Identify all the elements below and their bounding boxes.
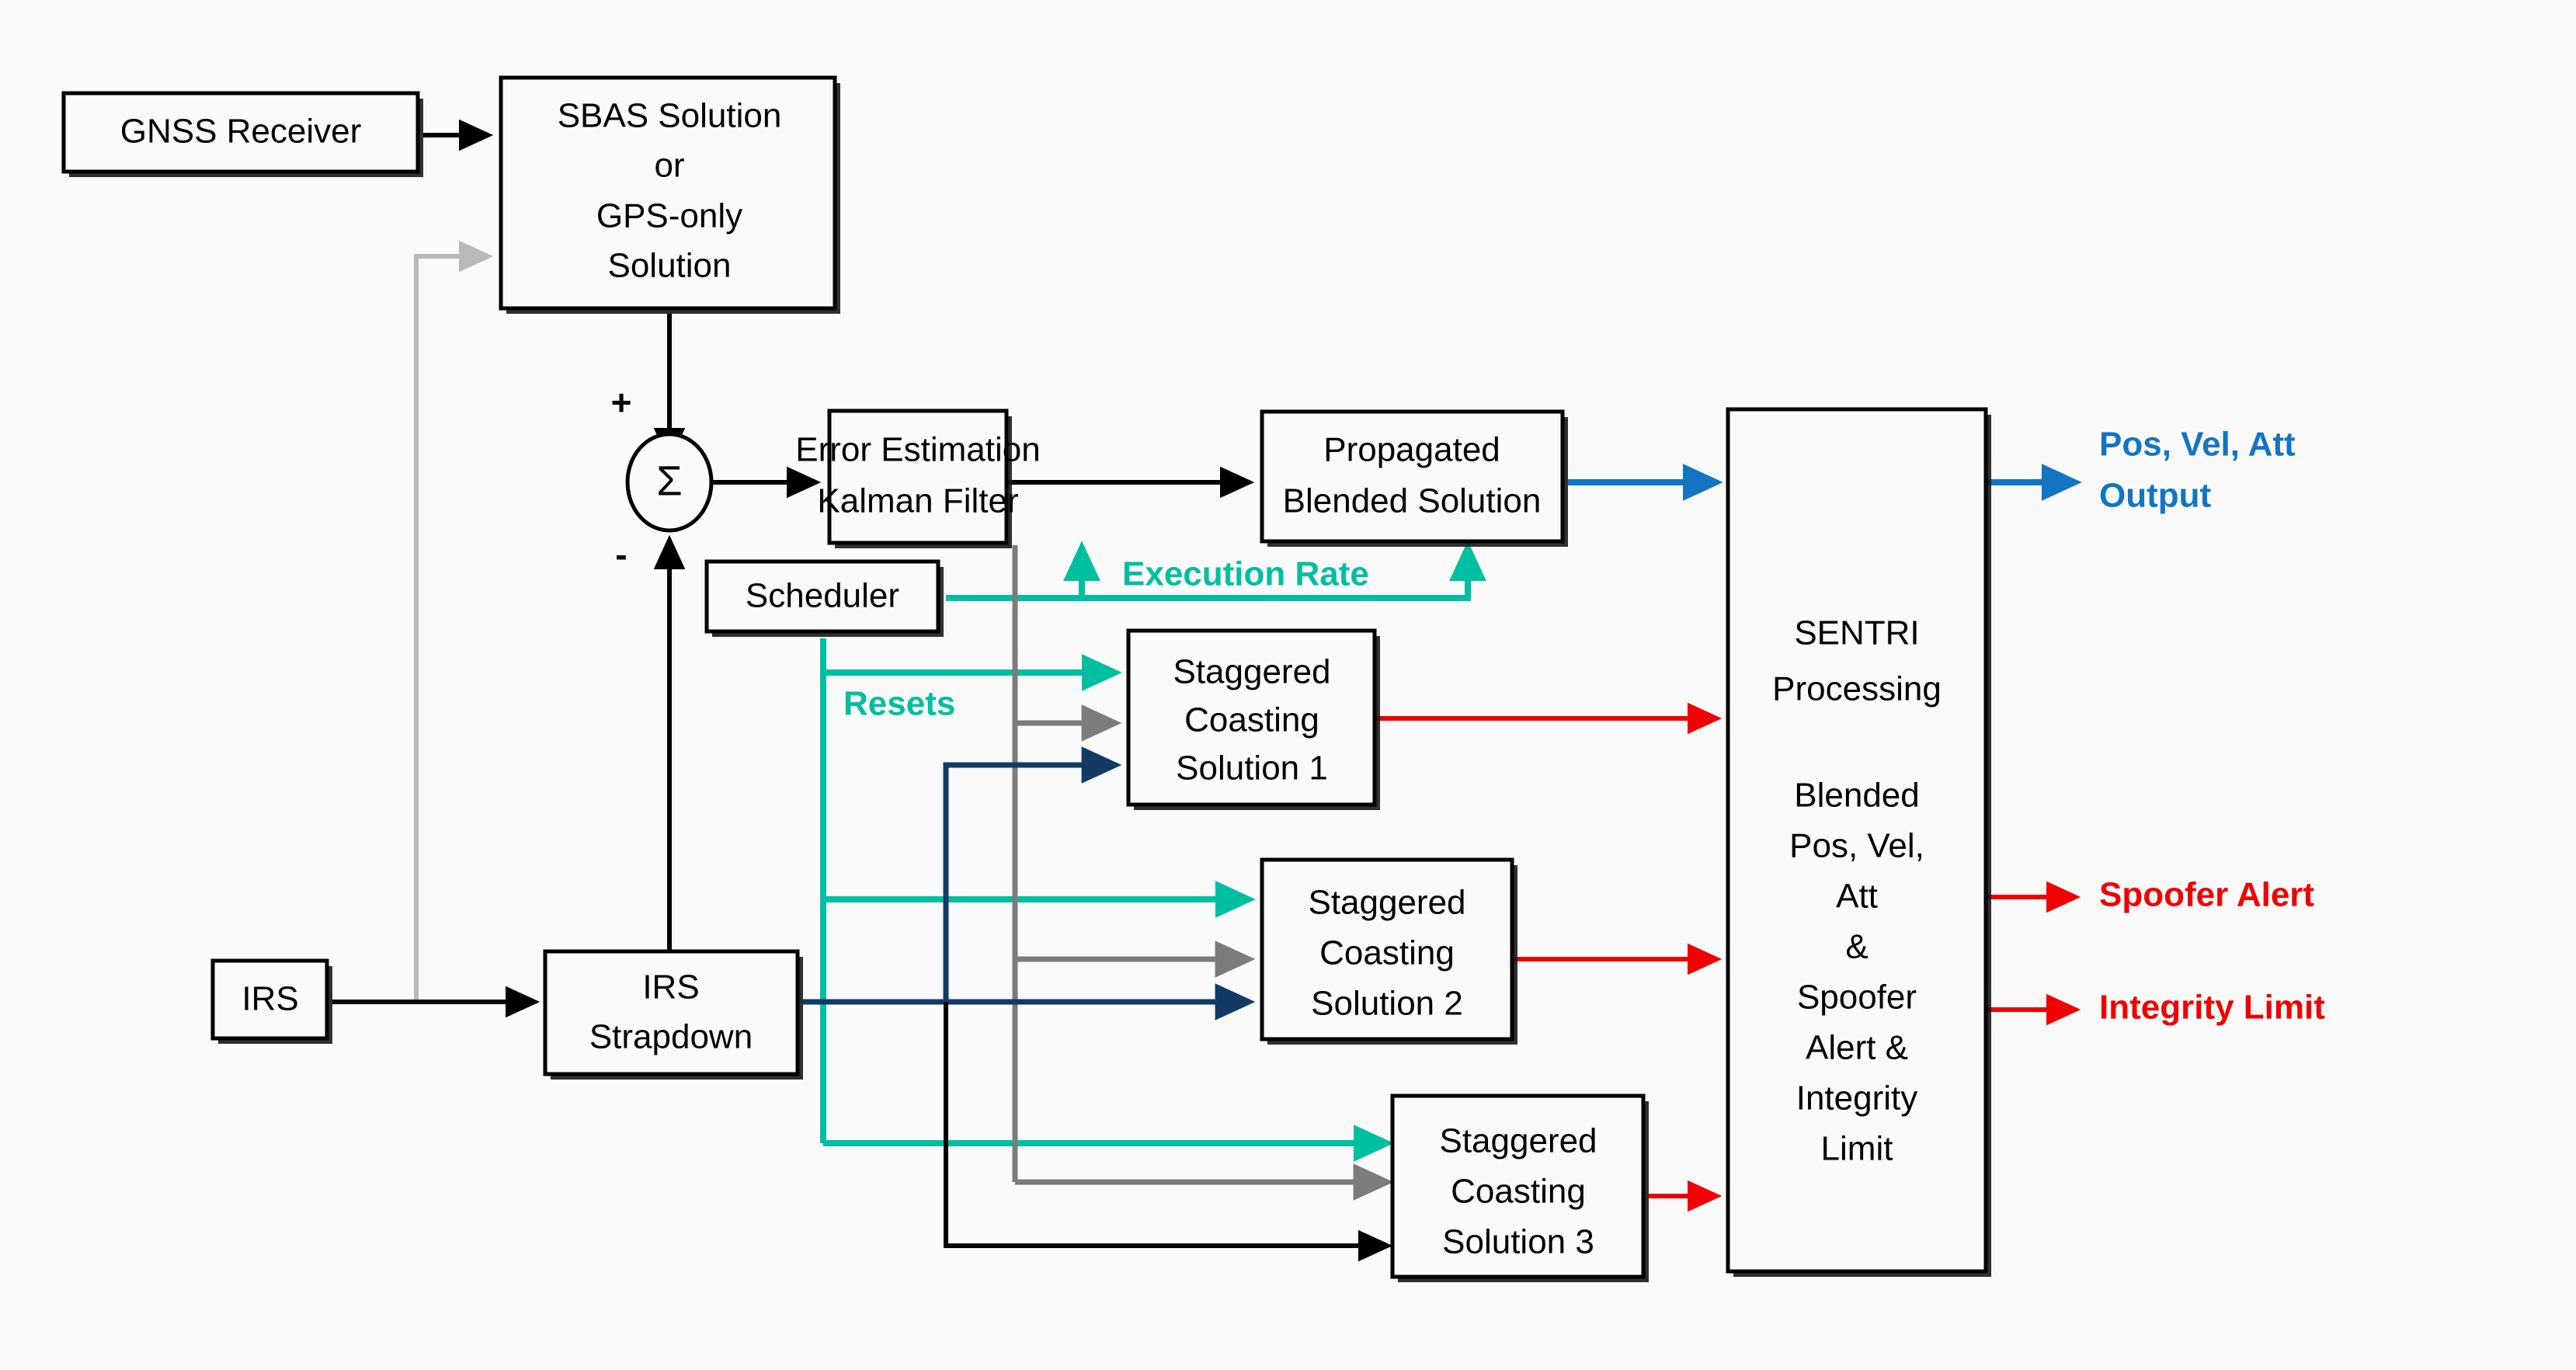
block-scs1-line2: Coasting: [1184, 701, 1319, 739]
block-propagated-line2: Blended Solution: [1283, 482, 1542, 520]
block-sentri-line2: Processing: [1772, 670, 1942, 708]
block-staggered-coasting-solution-2[interactable]: Staggered Coasting Solution 2: [1260, 857, 1517, 1045]
output-pos-vel-att-line1: Pos, Vel, Att: [2099, 426, 2296, 464]
block-staggered-coasting-solution-3[interactable]: Staggered Coasting Solution 3: [1390, 1094, 1649, 1282]
block-propagated-line1: Propagated: [1323, 431, 1500, 469]
block-sbas-line2: or: [654, 147, 684, 185]
block-sentri-line4: Pos, Vel,: [1789, 827, 1924, 865]
edge-feedback-to-sbas: [414, 240, 494, 1002]
connection-layer: [332, 119, 2082, 1262]
block-irs-strapdown-line1: IRS: [642, 968, 699, 1007]
block-scs2-line1: Staggered: [1308, 884, 1465, 922]
block-gnss-receiver[interactable]: GNSS Receiver: [61, 91, 423, 177]
block-sentri-line1: SENTRI: [1794, 614, 1919, 652]
block-gnss-receiver-label: GNSS Receiver: [120, 113, 362, 151]
block-scs3-line1: Staggered: [1439, 1122, 1597, 1160]
block-sentri-line10: Limit: [1821, 1130, 1893, 1168]
summing-junction-minus-sign: -: [615, 534, 627, 575]
block-staggered-coasting-solution-1[interactable]: Staggered Coasting Solution 1: [1126, 628, 1380, 810]
block-sentri-line3: Blended: [1794, 777, 1919, 815]
block-scs3-line2: Coasting: [1451, 1173, 1586, 1211]
output-pos-vel-att-line2: Output: [2099, 477, 2212, 515]
block-sentri-processing[interactable]: SENTRI Processing Blended Pos, Vel, Att …: [1726, 407, 1991, 1277]
block-scs1-line3: Solution 1: [1176, 749, 1328, 788]
block-propagated-blended-solution[interactable]: Propagated Blended Solution: [1260, 409, 1568, 547]
block-sbas-line3: GPS-only: [596, 197, 742, 235]
block-sbas-line1: SBAS Solution: [558, 97, 782, 135]
label-resets: Resets: [843, 685, 955, 723]
block-kalman-line2: Kalman Filter: [817, 482, 1018, 520]
block-sbas-line4: Solution: [607, 247, 731, 285]
block-irs-label: IRS: [242, 980, 298, 1018]
block-irs-strapdown-line2: Strapdown: [589, 1018, 753, 1056]
block-error-estimation-kalman-filter[interactable]: Error Estimation Kalman Filter: [795, 409, 1041, 548]
block-irs-strapdown[interactable]: IRS Strapdown: [543, 949, 803, 1080]
output-spoofer-alert: Spoofer Alert: [2099, 876, 2314, 914]
block-sbas-solution[interactable]: SBAS Solution or GPS-only Solution: [499, 75, 840, 314]
block-scs1-line1: Staggered: [1173, 653, 1330, 691]
edge-execution-rate-propagated: [946, 541, 1486, 601]
block-scheduler[interactable]: Scheduler: [704, 559, 944, 637]
block-sentri-line8: Alert &: [1806, 1029, 1908, 1067]
label-execution-rate: Execution Rate: [1122, 555, 1369, 593]
block-sentri-line9: Integrity: [1796, 1080, 1918, 1118]
block-sentri-line5: Att: [1836, 878, 1878, 916]
block-scheduler-label: Scheduler: [746, 577, 899, 615]
block-irs[interactable]: IRS: [210, 958, 332, 1044]
summing-junction-plus-sign: +: [611, 382, 632, 422]
output-integrity-limit: Integrity Limit: [2099, 989, 2325, 1027]
block-sentri-line6: &: [1845, 928, 1868, 966]
block-scs2-line3: Solution 2: [1311, 985, 1463, 1023]
block-sentri-line7: Spoofer: [1797, 979, 1917, 1017]
edge-strapdown-to-scs3: [944, 1002, 1393, 1262]
summing-junction[interactable]: Σ + -: [611, 382, 714, 575]
edge-strapdown-to-scs1: [803, 746, 1122, 1005]
block-kalman-line1: Error Estimation: [795, 431, 1040, 469]
block-scs3-line3: Solution 3: [1442, 1223, 1594, 1261]
summing-junction-sigma: Σ: [656, 457, 682, 504]
block-scs2-line2: Coasting: [1319, 934, 1455, 972]
